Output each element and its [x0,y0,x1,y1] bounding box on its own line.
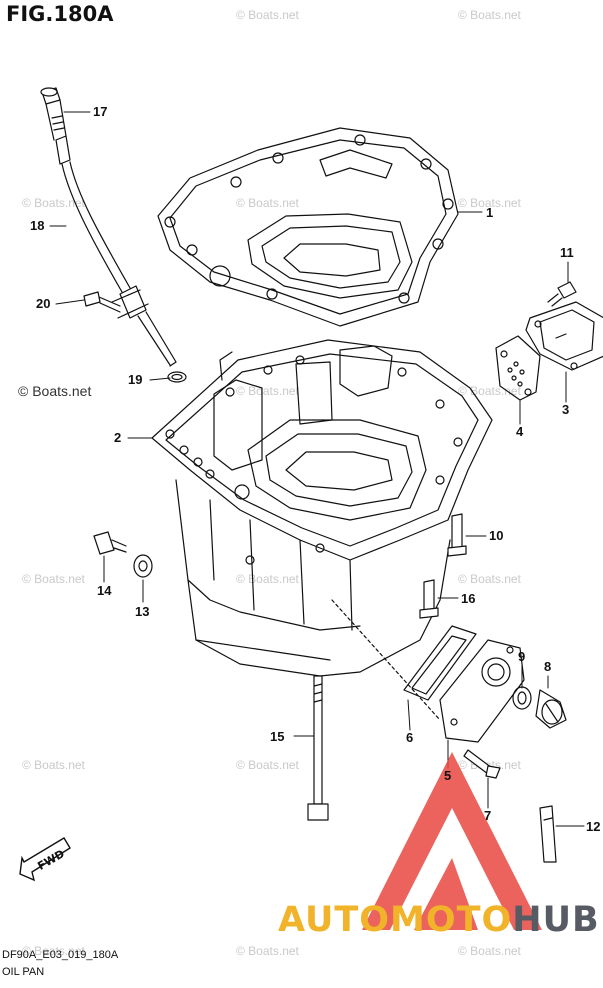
watermark: © Boats.net [236,572,299,586]
callout-12: 12 [586,819,601,834]
callout-9: 9 [518,649,526,664]
figure-code: DF90A_E03_019_180A [2,949,119,961]
watermark: © Boats.net [236,384,299,398]
bolt-14 [93,531,127,555]
callout-10: 10 [489,528,504,543]
watermark: © Boats.net [236,944,299,958]
bolt-20 [83,291,121,313]
watermark: © Boats.net [22,196,85,210]
gasket-1 [157,127,459,327]
watermark: © Boats.net [18,383,92,399]
o-ring-9 [512,686,532,710]
figure-caption: OIL PAN [2,966,45,978]
watermark: © Boats.net [22,758,85,772]
callout-17: 17 [93,104,108,119]
brand-logo-mark [362,752,542,930]
watermark: © Boats.net [458,384,521,398]
watermark: © Boats.net [22,944,85,958]
watermark: © Boats.net [236,196,299,210]
cover-3 [525,301,603,371]
bolt-10 [447,513,467,557]
callout-4: 4 [516,424,524,439]
watermark: © Boats.net [236,8,299,22]
bolt-11 [547,281,577,307]
brand-part-1: AUTOMOTO [278,900,513,940]
callout-1: 1 [486,205,494,220]
cover-5 [439,639,525,743]
watermark: © Boats.net [458,196,521,210]
callout-6: 6 [406,730,414,745]
clip-12 [539,805,557,863]
callout-11: 11 [560,245,574,260]
fwd-arrow: FWD [19,837,71,882]
callout-3: 3 [562,402,570,417]
watermark: © Boats.net [236,758,299,772]
bolt-7 [463,749,501,779]
callout-14: 14 [97,583,112,598]
o-ring-19 [167,371,187,383]
gasket-4 [495,335,541,401]
stud-15 [307,675,329,821]
washer-13 [133,554,153,578]
gasket-6 [403,625,477,701]
callout-15: 15 [270,729,285,744]
drain-plug-8 [535,689,567,729]
bolt-16 [419,579,439,619]
oil-pan-2 [151,339,493,677]
leader-line [331,599,441,721]
watermark: © Boats.net [458,8,521,22]
dipstick-assembly [40,87,177,367]
watermark: © Boats.net [458,572,521,586]
figure-title: FIG.180A [6,2,114,26]
watermark: © Boats.net [22,572,85,586]
callout-19: 19 [128,372,143,387]
watermark: © Boats.net [458,944,521,958]
brand-wordmark: AUTOMOTOHUB [278,900,600,940]
callout-8: 8 [544,659,552,674]
callout-20: 20 [36,296,51,311]
callout-16: 16 [461,591,476,606]
callout-13: 13 [135,604,150,619]
brand-part-2: HUB [512,900,600,940]
callout-2: 2 [114,430,122,445]
callout-18: 18 [30,218,45,233]
callout-7: 7 [484,808,492,823]
callout-5: 5 [444,768,452,783]
